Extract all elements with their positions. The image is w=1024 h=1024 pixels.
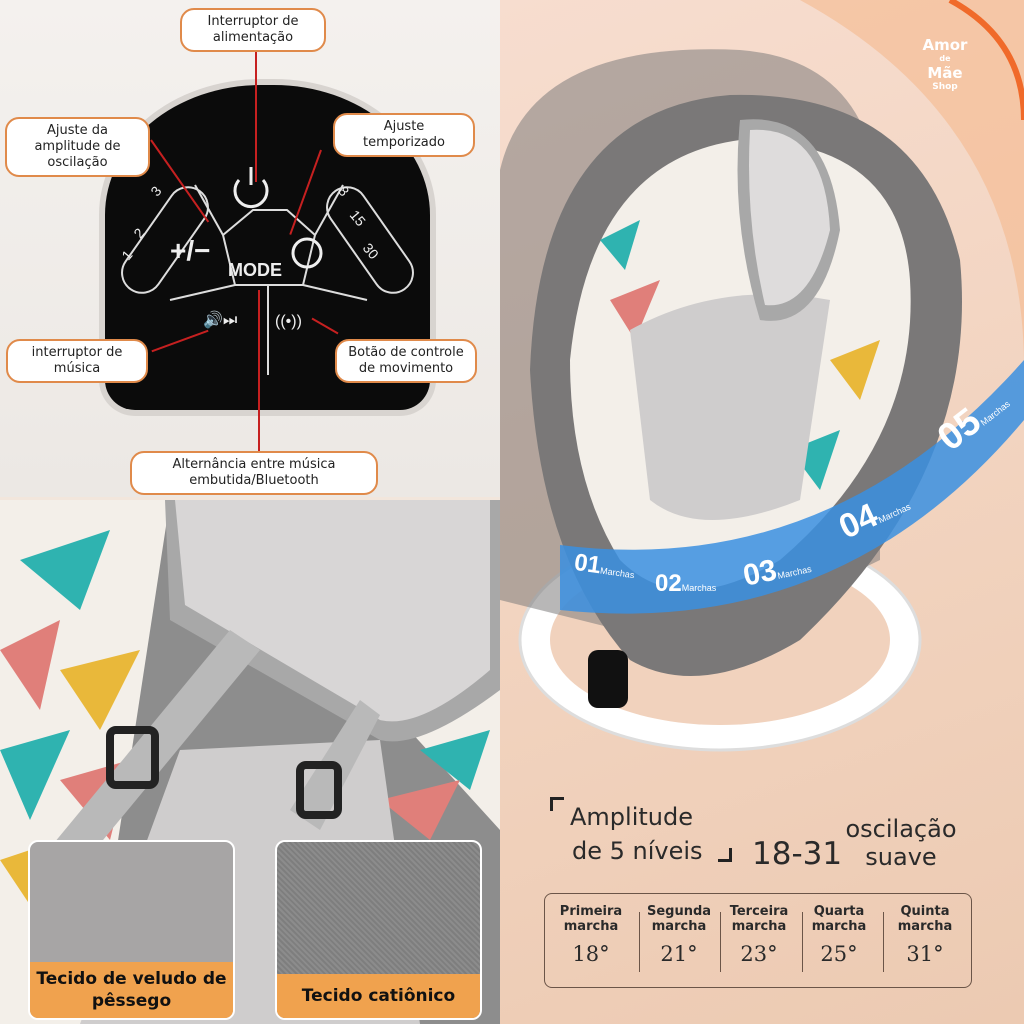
table-column: Quinta marcha 31° (885, 904, 965, 966)
pointer-line (258, 290, 260, 455)
gear-angle-table: Primeira marcha 18° Segunda marcha 21° Ter… (544, 893, 972, 988)
table-column: Primeira marcha 18° (551, 904, 631, 966)
headline-smooth: oscilação suave (842, 815, 960, 871)
gear-band (560, 360, 1024, 614)
gear-name: Segunda marcha (646, 904, 712, 934)
gear-name: Primeira marcha (559, 904, 623, 934)
amplitude-button[interactable]: +/− (170, 235, 211, 266)
table-column: Segunda marcha 21° (639, 904, 719, 966)
gear-degree: 23° (740, 942, 778, 966)
table-column: Quarta marcha 25° (799, 904, 879, 966)
headline-sub1: oscilação (845, 815, 957, 843)
swing-product-section: 01Marchas 02Marchas 03Marchas 04Marchas … (500, 0, 1024, 1024)
brand-logo: Amor de Mãe Shop (905, 38, 985, 94)
gear-degree: 31° (906, 942, 944, 966)
motion-icon[interactable]: ((•)) (275, 313, 302, 330)
gear-name: Terceira marcha (729, 904, 789, 934)
gear-name: Quarta marcha (811, 904, 867, 934)
headline-amplitude: Amplitude de 5 níveis (570, 800, 703, 868)
fabric-swatch-cationic: Tecido catiônico (275, 840, 482, 1020)
gear-degree: 25° (820, 942, 858, 966)
logo-line4: Shop (932, 82, 958, 92)
gear-02: 02Marchas (655, 570, 716, 598)
pointer-line (255, 52, 257, 182)
divider (639, 912, 640, 972)
divider (883, 912, 884, 972)
headline-line2: de 5 níveis (572, 837, 703, 865)
mode-button[interactable]: MODE (228, 260, 282, 280)
fabric-closeup: Tecido de veludo de pêssego Tecido catiô… (0, 500, 500, 1024)
panel-lines (121, 167, 414, 375)
bracket-close (718, 848, 732, 862)
headline-sub2: suave (865, 843, 937, 871)
divider (720, 912, 721, 972)
label-power: Interruptor de alimentação (180, 8, 326, 52)
gear-degree: 18° (572, 942, 610, 966)
logo-line1: Amor (922, 36, 968, 54)
gear-degree: 21° (660, 942, 698, 966)
fabric-label-velvet: Tecido de veludo de pêssego (30, 962, 233, 1018)
logo-line2: de (939, 54, 951, 63)
label-music: interruptor de música (6, 339, 148, 383)
music-icon[interactable]: 🔊⏭ (203, 312, 238, 329)
fabric-label-cationic: Tecido catiônico (277, 974, 480, 1018)
headline-line1: Amplitude (570, 803, 693, 831)
gear-num: 01 (572, 548, 603, 580)
label-amplitude: Ajuste da amplitude de oscilação (5, 117, 150, 177)
fabric-swatch-velvet: Tecido de veludo de pêssego (28, 840, 235, 1020)
divider (802, 912, 803, 972)
label-mode-switch: Alternância entre música embutida/Blueto… (130, 451, 378, 495)
label-motion: Botão de controle de movimento (335, 339, 477, 383)
bracket-open (550, 797, 564, 811)
headline-range: 18-31 (752, 836, 843, 872)
gear-num: 02 (655, 570, 682, 597)
gear-name: Quinta marcha (897, 904, 953, 934)
gear-unit: Marchas (776, 563, 813, 581)
gear-unit: Marchas (681, 583, 717, 593)
control-panel-section: MODE +/− 1 2 3 8 15 30 🔊⏭ ((•)) Interrup… (0, 0, 500, 497)
table-column: Terceira marcha 23° (719, 904, 799, 966)
logo-line3: Mãe (927, 64, 963, 82)
gear-unit: Marchas (599, 565, 636, 581)
gear-num: 03 (740, 553, 780, 593)
label-timer: Ajuste temporizado (333, 113, 475, 157)
